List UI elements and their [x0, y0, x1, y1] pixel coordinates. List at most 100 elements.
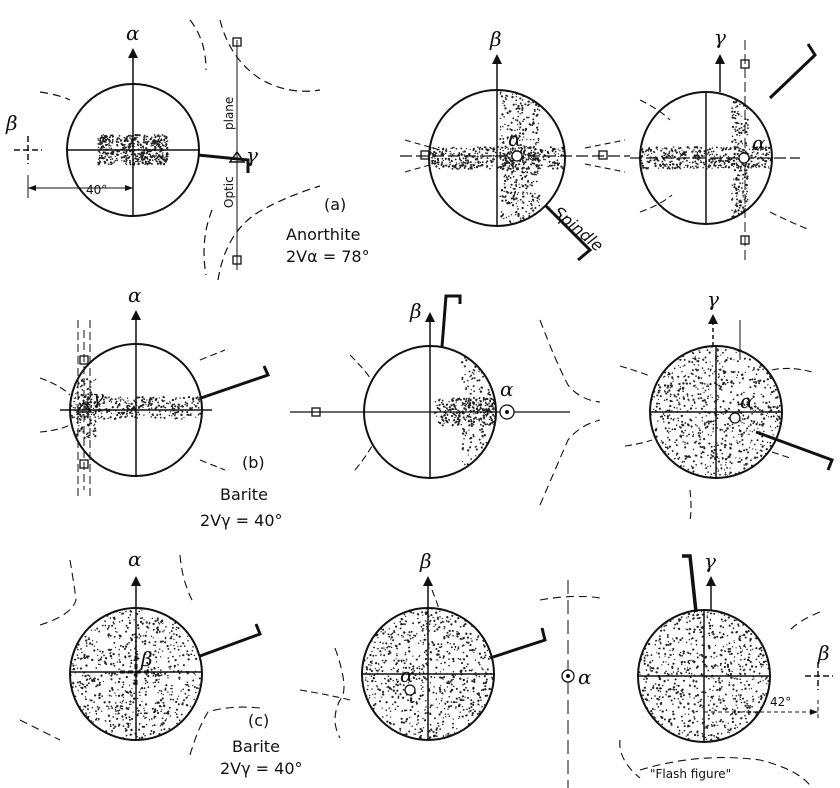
- melatope-marker: [740, 59, 750, 69]
- top-label: β: [409, 299, 422, 323]
- isogyre-curve: [39, 91, 71, 101]
- mineral-name-b: Barite: [220, 485, 268, 504]
- figure-c3: γ β 42° α "Flash figure": [539, 549, 833, 788]
- melatope-marker: [598, 150, 608, 160]
- acute-bisectrix-marker: [505, 410, 509, 414]
- stage-pointer: [682, 554, 698, 613]
- side-label: β: [817, 641, 830, 665]
- optic-angle-a: 2Vα = 78°: [286, 247, 370, 266]
- center-label: α: [752, 131, 766, 155]
- figure-c1: α β: [19, 547, 345, 756]
- figure-b1: α γ: [39, 283, 271, 500]
- dimension-line: [27, 175, 133, 198]
- dimension-line: [704, 700, 819, 720]
- caption-a: (a): [324, 195, 346, 214]
- figure-b2: β α: [290, 294, 601, 506]
- center-label: α: [400, 663, 414, 687]
- arrow-head: [128, 48, 138, 58]
- isogyre-curve: [349, 354, 373, 471]
- angle-label: 42°: [770, 695, 791, 709]
- figure-b3: γ α: [619, 287, 834, 521]
- caption-b: (b): [242, 453, 265, 472]
- isogyre-shading: [75, 378, 97, 439]
- optic-angle-c: 2Vγ = 40°: [220, 759, 303, 778]
- melatope-marker: [232, 37, 242, 47]
- melatope-marker: [420, 150, 430, 160]
- melatope-marker: [311, 407, 321, 417]
- center-label: β: [140, 647, 153, 671]
- figure-a2: β α Spindle: [400, 27, 630, 262]
- isogyre-curve: [539, 319, 601, 506]
- row-b: α γ (b) Barite 2Vγ = 40° β α: [39, 283, 834, 530]
- melatope-marker: [740, 235, 750, 245]
- isogyre-shading: [362, 608, 494, 740]
- isogyre-curve: [619, 365, 813, 521]
- caption-c: (c): [248, 711, 269, 730]
- isogyre-curve: [219, 19, 321, 92]
- top-label: γ: [704, 549, 716, 573]
- arrow-head: [708, 314, 718, 324]
- beta-cross: [120, 656, 152, 688]
- acute-bisectrix-marker: [738, 152, 750, 164]
- center-label: α: [740, 389, 754, 413]
- arrow-head: [425, 312, 435, 322]
- arrow-head: [706, 576, 716, 586]
- top-label: β: [489, 27, 502, 51]
- isogyre-curve: [19, 554, 345, 756]
- top-label: γ: [707, 287, 719, 311]
- melatope-marker: [79, 355, 89, 365]
- mineral-name-c: Barite: [232, 737, 280, 756]
- arrow-head: [131, 310, 141, 320]
- figure-label: "Flash figure": [650, 767, 731, 781]
- optic-axis-marker: [75, 400, 93, 413]
- center-label: α: [508, 127, 522, 151]
- side-label: β: [5, 111, 18, 135]
- row-c: α β (c) Barite 2Vγ = 40° β α: [19, 547, 833, 788]
- figure-a1: α β 40° γ plane Optic: [5, 19, 321, 281]
- top-label: α: [126, 21, 140, 45]
- acute-bisectrix-marker: [729, 412, 741, 424]
- stage-pointer: [440, 294, 462, 348]
- stage-pointer: [197, 153, 250, 173]
- optic-plane-word: Optic: [222, 176, 236, 208]
- outside-label: α: [578, 665, 592, 689]
- stage-pointer: [768, 43, 817, 100]
- stage-pointer: [543, 203, 593, 262]
- stage-label: Spindle: [549, 203, 607, 256]
- isogyre-curve: [539, 595, 821, 788]
- isogyre-shading: [70, 395, 202, 421]
- isogyre-curve: [299, 589, 441, 701]
- inside-label: γ: [92, 385, 104, 409]
- isogyre-curve: [203, 209, 213, 276]
- beta-cross: [14, 136, 42, 164]
- top-label: γ: [714, 25, 726, 49]
- top-label: α: [128, 283, 142, 307]
- acute-bisectrix-marker: [566, 674, 570, 678]
- mineral-name-a: Anorthite: [286, 225, 360, 244]
- arrow-head: [131, 576, 141, 586]
- isogyre-curve: [189, 19, 207, 71]
- isogyre-shading: [97, 133, 169, 166]
- figure-a3: γ α: [630, 25, 817, 260]
- optic-angle-b: 2Vγ = 40°: [200, 511, 283, 530]
- row-a: α β 40° γ plane Optic (a) Anorthite 2Vα …: [5, 19, 817, 281]
- top-label: α: [128, 547, 142, 571]
- dimension-arrow: [810, 709, 818, 715]
- stage-pointer: [489, 627, 547, 660]
- arrow-head: [492, 54, 502, 64]
- angle-label: 40°: [86, 183, 107, 197]
- figure-c2: β α: [299, 549, 547, 741]
- isogyre-curve: [217, 185, 321, 281]
- stage-pointer: [199, 623, 262, 658]
- isogyre-curve: [639, 99, 811, 231]
- isogyre-curve: [39, 349, 226, 471]
- stage-pointer: [755, 430, 834, 471]
- arrow-head: [423, 576, 433, 586]
- melatope-marker: [79, 459, 89, 469]
- arrow-head: [715, 54, 725, 64]
- beta-cross: [805, 662, 833, 690]
- acute-bisectrix-marker: [511, 150, 523, 162]
- inside-label: γ: [246, 143, 258, 167]
- stage-pointer: [200, 365, 271, 400]
